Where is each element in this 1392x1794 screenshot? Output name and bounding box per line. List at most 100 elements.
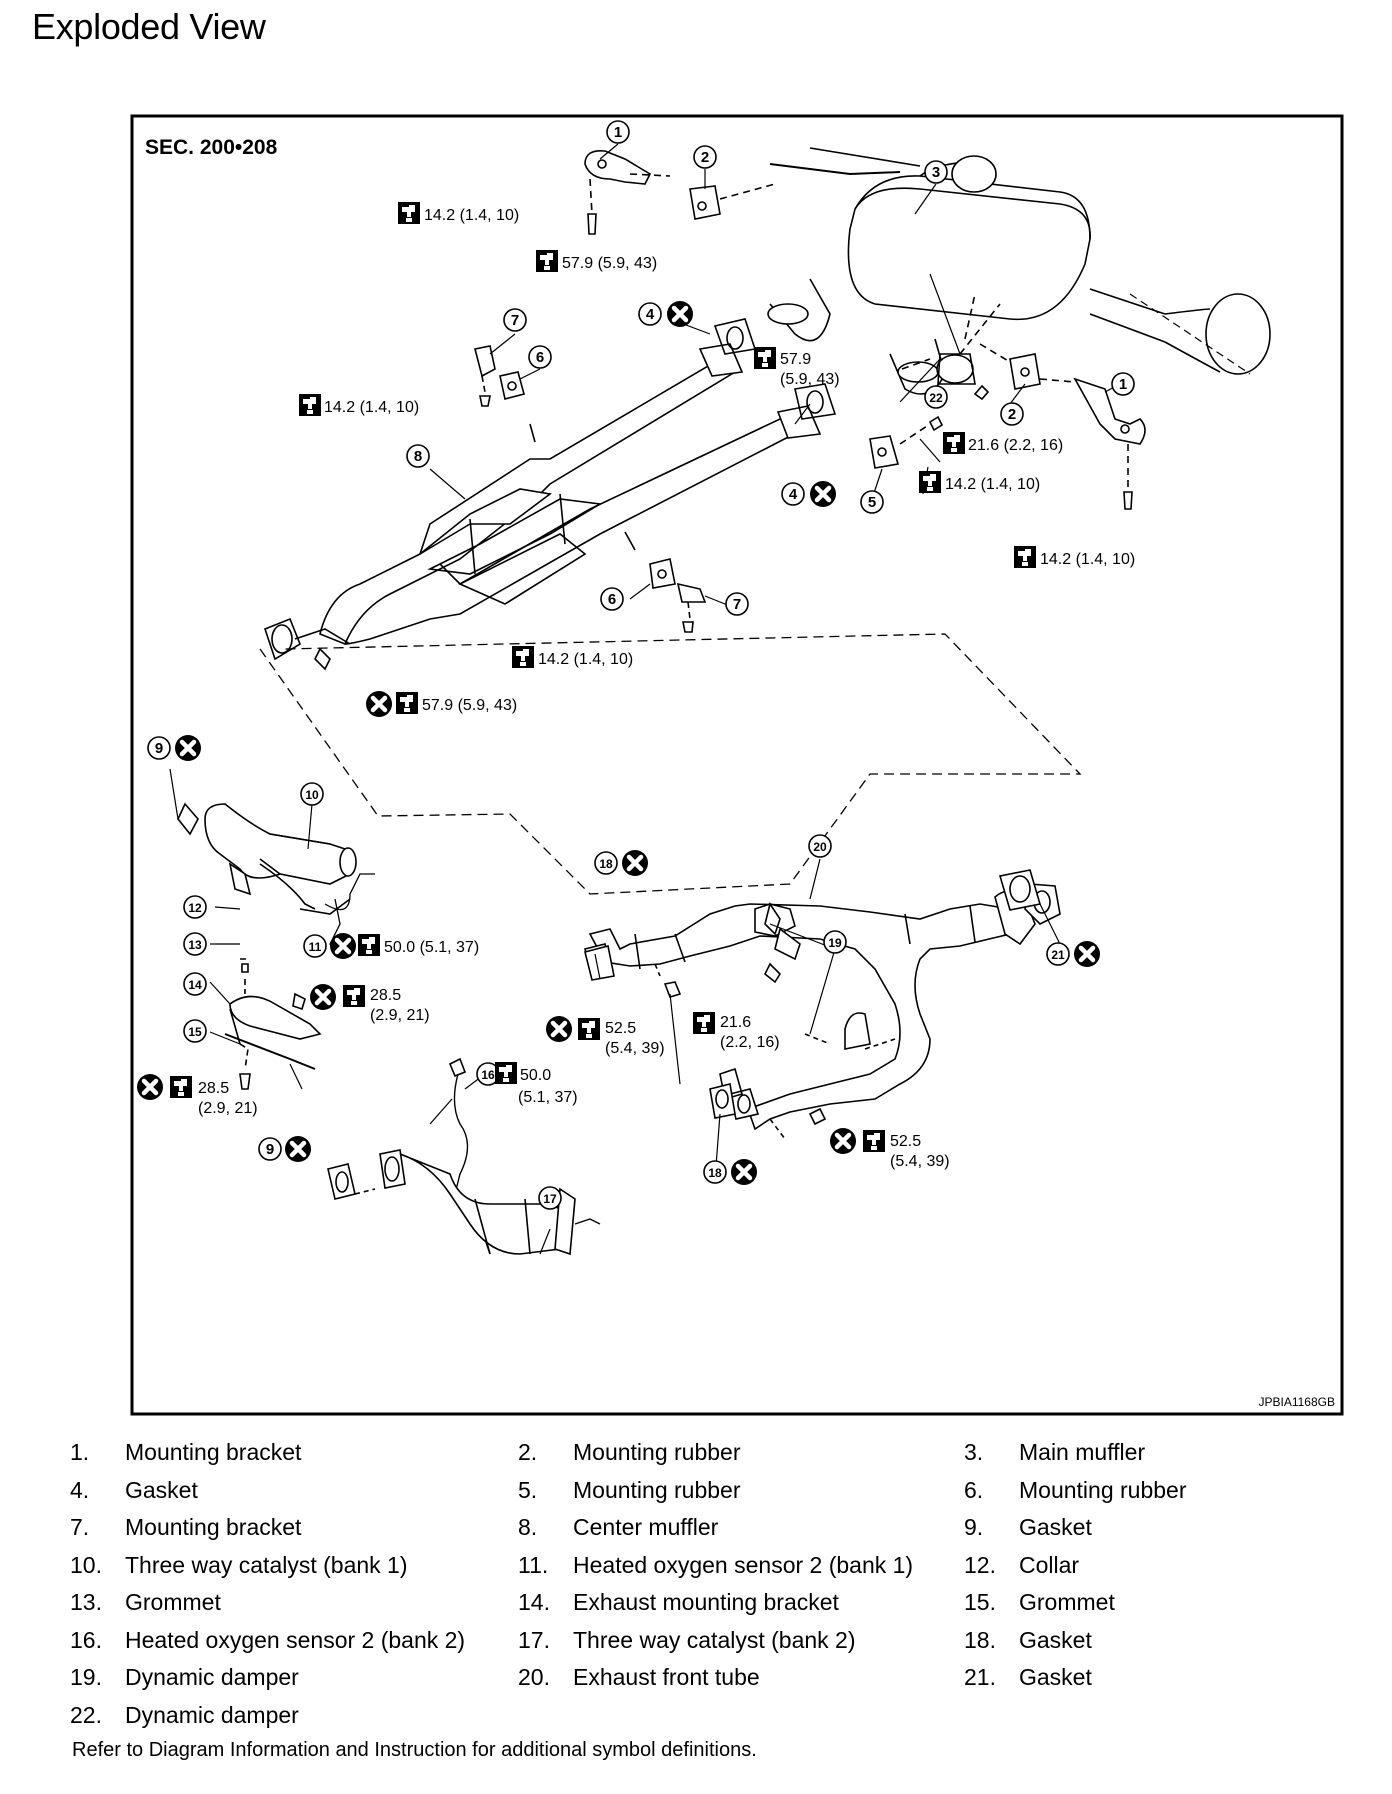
legend-item-label: Mounting rubber — [573, 1476, 741, 1503]
legend-item-label: Grommet — [125, 1589, 221, 1615]
torque-spec: 14.2 (1.4, 10) — [398, 202, 519, 224]
legend-item-label: Exhaust front tube — [573, 1664, 760, 1690]
torque-wrench-icon — [943, 432, 965, 454]
callout-7-lower: 7 — [725, 592, 749, 616]
torque-wrench-icon — [398, 202, 420, 224]
torque-spec: 28.5 (2.9, 21) — [343, 985, 430, 1024]
svg-text:7: 7 — [733, 596, 741, 613]
torque-spec: 50.0 (5.1, 37) — [358, 934, 479, 956]
svg-text:18: 18 — [708, 1166, 722, 1180]
page-title: Exploded View — [32, 6, 266, 47]
callout-18-upper: 18 — [594, 851, 618, 875]
svg-text:(5.4, 39): (5.4, 39) — [605, 1040, 665, 1057]
footnote: Refer to Diagram Information and Instruc… — [72, 1739, 757, 1761]
legend-item-number: 21. — [964, 1664, 996, 1690]
legend-item-number: 17. — [518, 1626, 550, 1653]
torque-wrench-icon — [536, 250, 558, 272]
gasket-18-lower — [709, 1083, 827, 1126]
no-reuse-icon — [330, 933, 356, 959]
mounting-bracket-right — [1039, 377, 1146, 510]
legend-item-number: 22. — [70, 1701, 102, 1728]
callout-4-lower: 4 — [781, 482, 805, 506]
svg-text:6: 6 — [608, 591, 616, 608]
callout-17: 17 — [538, 1186, 562, 1210]
mounting-rubber-top — [689, 183, 776, 220]
svg-text:4: 4 — [789, 486, 798, 503]
svg-text:28.5: 28.5 — [370, 987, 401, 1004]
legend-item-number: 12. — [964, 1551, 996, 1578]
torque-spec: 57.9 (5.9, 43) — [396, 692, 517, 714]
legend-item-label: Mounting bracket — [125, 1439, 302, 1465]
torque-wrench-icon — [863, 1130, 885, 1152]
legend-row: 22.Dynamic damper — [70, 1700, 1360, 1738]
legend-item-label: Heated oxygen sensor 2 (bank 2) — [125, 1626, 466, 1653]
torque-wrench-icon — [1014, 546, 1036, 568]
diagram-frame — [130, 114, 1344, 1416]
svg-text:(2.9, 21): (2.9, 21) — [198, 1100, 258, 1117]
torque-spec: 57.9 (5.9, 43) — [536, 250, 657, 272]
callout-2-top: 2 — [693, 145, 717, 169]
svg-text:6: 6 — [536, 349, 544, 366]
callout-15: 15 — [183, 1019, 207, 1043]
legend-item-number: 11. — [518, 1551, 549, 1578]
no-reuse-icon — [285, 1136, 311, 1162]
no-reuse-icon — [366, 691, 392, 717]
callout-20: 20 — [808, 834, 832, 858]
svg-text:(2.2, 16): (2.2, 16) — [720, 1034, 780, 1051]
legend-item-number: 10. — [70, 1551, 102, 1578]
svg-text:5: 5 — [868, 494, 876, 511]
svg-text:57.9 (5.9, 43): 57.9 (5.9, 43) — [422, 697, 517, 714]
legend-row: 10.Three way catalyst (bank 1)11.Heated … — [70, 1550, 1360, 1588]
callout-7-upper: 7 — [503, 308, 527, 332]
torque-wrench-icon — [693, 1012, 715, 1034]
svg-text:15: 15 — [188, 1025, 202, 1039]
svg-text:7: 7 — [511, 312, 519, 329]
legend-item-label: Center muffler — [573, 1514, 719, 1540]
section-label: SEC. 200•208 — [145, 136, 278, 159]
legend-item-label: Dynamic damper — [125, 1664, 299, 1690]
legend-item-number: 4. — [70, 1476, 90, 1503]
no-reuse-icon — [175, 735, 201, 761]
svg-text:17: 17 — [543, 1192, 557, 1206]
torque-wrench-icon — [170, 1076, 192, 1098]
callout-6-upper: 6 — [528, 345, 552, 369]
legend-item-number: 15. — [964, 1589, 996, 1615]
legend-item-label: Grommet — [1019, 1589, 1115, 1615]
svg-text:28.5: 28.5 — [198, 1080, 229, 1097]
torque-wrench-icon — [358, 934, 380, 956]
svg-text:13: 13 — [188, 938, 202, 952]
svg-text:9: 9 — [155, 740, 163, 757]
torque-wrench-icon — [512, 646, 534, 668]
callout-2-right: 2 — [1000, 402, 1024, 426]
torque-wrench-icon — [396, 692, 418, 714]
legend-row: 16.Heated oxygen sensor 2 (bank 2)17.Thr… — [70, 1625, 1360, 1663]
exploded-view-diagram: SEC. 200•208 JPBIA1168GB — [130, 114, 1344, 1416]
callout-6-lower: 6 — [600, 587, 624, 611]
legend-item-label: Heated oxygen sensor 2 (bank 1) — [573, 1551, 914, 1578]
svg-text:14.2 (1.4, 10): 14.2 (1.4, 10) — [424, 207, 519, 224]
legend-item-number: 3. — [964, 1439, 984, 1465]
legend-item-number: 9. — [964, 1514, 984, 1540]
legend-item-number: 14. — [518, 1589, 550, 1615]
dynamic-damper-rear — [901, 293, 1001, 401]
callout-13: 13 — [183, 932, 207, 956]
svg-text:2: 2 — [701, 149, 709, 166]
legend-item-number: 18. — [964, 1626, 996, 1653]
center-muffler — [264, 318, 837, 671]
callout-1-right: 1 — [1111, 372, 1135, 396]
torque-wrench-icon — [919, 471, 941, 493]
no-reuse-icon — [1074, 941, 1100, 967]
torque-spec: 21.6 (2.2, 16) — [943, 432, 1063, 454]
svg-text:57.9: 57.9 — [780, 351, 811, 368]
svg-text:52.5: 52.5 — [605, 1020, 636, 1037]
legend-item-label: Gasket — [1019, 1514, 1092, 1540]
svg-text:1: 1 — [614, 124, 622, 141]
svg-text:14.2 (1.4, 10): 14.2 (1.4, 10) — [538, 651, 633, 668]
separation-dash-line — [259, 633, 1082, 895]
svg-text:18: 18 — [599, 857, 613, 871]
callout-1-top: 1 — [606, 120, 630, 144]
